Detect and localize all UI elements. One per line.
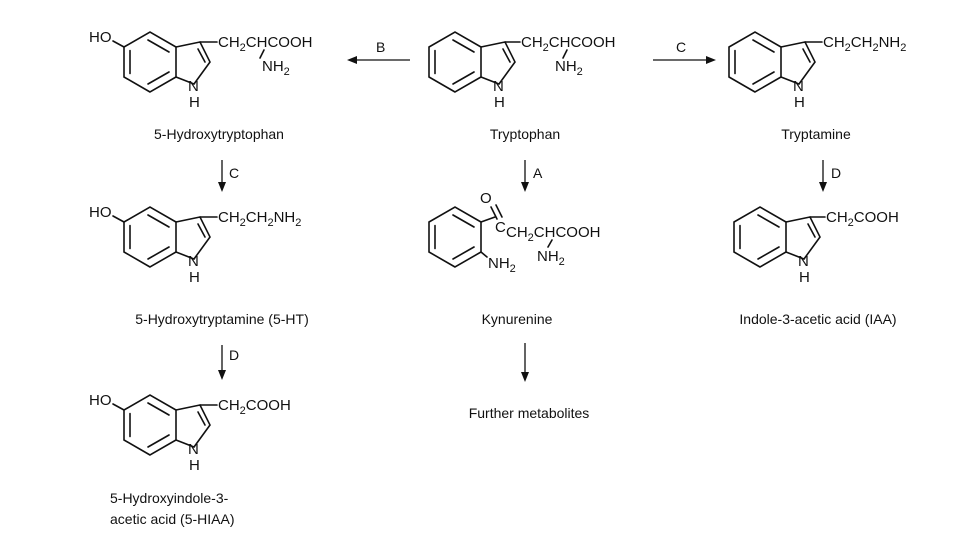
hydroxytryptophan-hydroxy: HO [89,29,112,46]
kynurenine-carbonyl-c: C [495,219,506,236]
arrow-d-right [819,160,827,192]
hydroxytryptophan-side-chain: CH2CHCOOH [218,34,312,54]
serotonin-hydroxy: HO [89,204,112,221]
reaction-label-c-left: C [229,165,239,181]
kynurenine-ring-amine: NH2 [488,255,516,275]
reaction-label-a: A [533,165,543,181]
tryptophan-ring-n: N [493,78,504,95]
reaction-label-d-right: D [831,165,841,181]
tryptophan-amine: NH2 [555,58,583,78]
tryptamine-ring-n: N [793,78,804,95]
kynurenine-side-chain: CH2CHCOOH [506,224,600,244]
tryptamine-structure: CH2CH2NH2 N H [728,31,906,111]
tryptophan-side-chain: CH2CHCOOH [521,34,615,54]
hydroxytryptophan-amine: NH2 [262,58,290,78]
iaa-label: Indole-3-acetic acid (IAA) [739,311,896,327]
iaa-ring-h: H [799,269,810,286]
arrow-b [347,56,410,64]
serotonin-side-chain: CH2CH2NH2 [218,209,301,229]
hydroxytryptophan-label: 5-Hydroxytryptophan [154,126,284,142]
serotonin-structure: HO CH2CH2NH2 N H [89,204,301,286]
reaction-label-b: B [376,39,385,55]
hiaa-ring-h: H [189,457,200,474]
reaction-label-d-left: D [229,347,239,363]
kynurenine-amine: NH2 [537,248,565,268]
tryptamine-ring-h: H [794,94,805,111]
tryptophan-structure: CH2CHCOOH NH2 N H [428,31,615,111]
arrow-c-left [218,160,226,192]
arrow-d-left [218,345,226,380]
reaction-label-c-top: C [676,39,686,55]
kynurenine-carbonyl-o: O [480,190,492,207]
tryptamine-label: Tryptamine [781,126,851,142]
kynurenine-label: Kynurenine [482,311,553,327]
hydroxytryptophan-ring-n: N [188,78,199,95]
iaa-ring-n: N [798,253,809,270]
tryptophan-label: Tryptophan [490,126,560,142]
serotonin-ring-h: H [189,269,200,286]
hydroxytryptophan-ring-h: H [189,94,200,111]
hiaa-label-line2: acetic acid (5-HIAA) [110,511,234,527]
iaa-structure: CH2COOH N H [733,206,899,286]
further-metabolites-label: Further metabolites [469,405,590,421]
kynurenine-structure: C O CH2CHCOOH NH2 NH2 [428,190,600,275]
tryptamine-side-chain: CH2CH2NH2 [823,34,906,54]
arrow-c-top [653,56,716,64]
arrow-kynurenine-to-further [521,343,529,382]
hiaa-structure: HO CH2COOH N H [89,392,291,474]
hydroxytryptophan-structure: HO CH2CHCOOH NH2 N H [89,29,312,111]
hiaa-side-chain: CH2COOH [218,397,291,417]
hiaa-ring-n: N [188,441,199,458]
arrow-a [521,160,529,192]
serotonin-label: 5-Hydroxytryptamine (5-HT) [135,311,308,327]
hiaa-label-line1: 5-Hydroxyindole-3- [110,490,229,506]
hiaa-hydroxy: HO [89,392,112,409]
tryptophan-ring-h: H [494,94,505,111]
iaa-side-chain: CH2COOH [826,209,899,229]
serotonin-ring-n: N [188,253,199,270]
